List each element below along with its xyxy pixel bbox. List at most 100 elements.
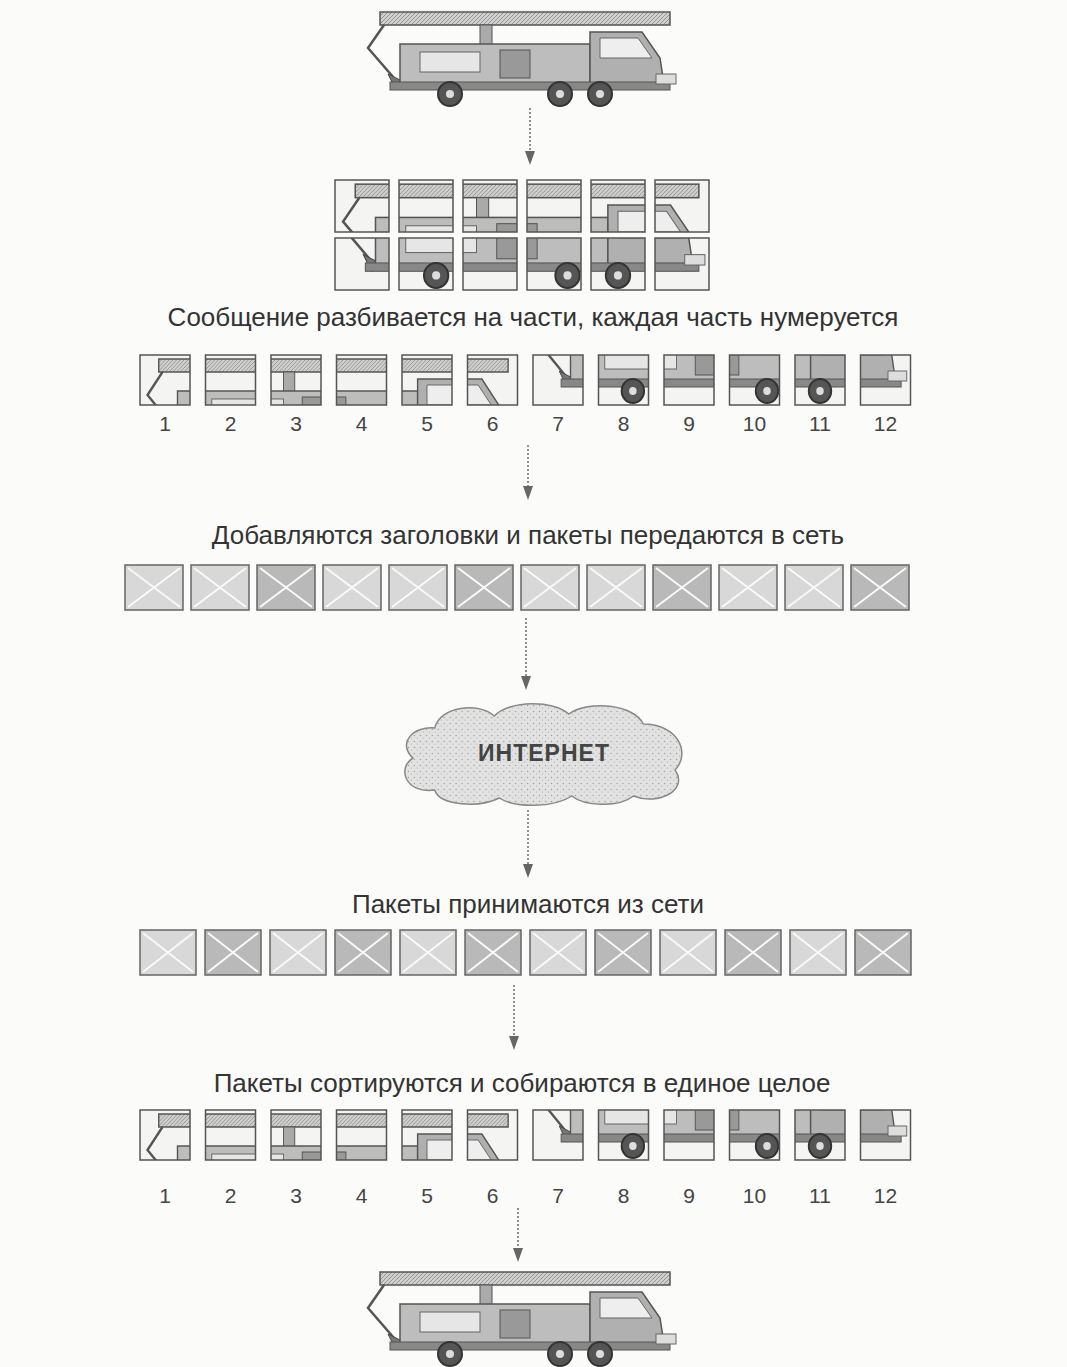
packet-envelope (660, 930, 716, 975)
part-number: 12 (874, 1184, 897, 1208)
crane-truck (368, 1272, 676, 1366)
part-number: 2 (225, 1184, 237, 1208)
part-number: 6 (487, 1184, 499, 1208)
packet-envelope (400, 930, 456, 975)
fragment-border (655, 238, 709, 290)
fragment-border (271, 1110, 321, 1160)
packet-envelope (335, 930, 391, 975)
fragment-border (206, 1110, 256, 1160)
part-number: 5 (421, 412, 433, 436)
packet-envelope (125, 565, 183, 610)
part-number: 7 (552, 1184, 564, 1208)
part-number: 6 (487, 412, 499, 436)
fragment-border (730, 1110, 780, 1160)
fragment-border (533, 355, 583, 405)
fragment-border (730, 355, 780, 405)
packet-envelope (205, 930, 261, 975)
part-number: 8 (618, 412, 630, 436)
fragment-border (527, 180, 581, 232)
fragment-border (335, 238, 389, 290)
crane-truck (368, 12, 676, 106)
step-caption: Пакеты принимаются из сети (352, 890, 704, 920)
part-number: 3 (290, 412, 302, 436)
part-number: 7 (552, 412, 564, 436)
fragment-border (795, 355, 845, 405)
fragment-border (463, 180, 517, 232)
packet-envelope (790, 930, 846, 975)
part-number: 4 (356, 1184, 368, 1208)
fragment-border (468, 1110, 518, 1160)
fragment-border (795, 1110, 845, 1160)
packet-envelope (270, 930, 326, 975)
flow-arrow (529, 108, 531, 155)
fragment-border (599, 1110, 649, 1160)
step-caption: Пакеты сортируются и собираются в единое… (214, 1069, 831, 1099)
packet-envelope (530, 930, 586, 975)
part-number: 5 (421, 1184, 433, 1208)
packet-envelope (653, 565, 711, 610)
fragment-border (527, 238, 581, 290)
part-number: 3 (290, 1184, 302, 1208)
part-number: 1 (159, 412, 171, 436)
flow-arrow (527, 810, 529, 868)
fragment-border (402, 355, 452, 405)
packet-envelope (389, 565, 447, 610)
packet-envelope (855, 930, 911, 975)
packet-envelope (455, 565, 513, 610)
packet-envelope (521, 565, 579, 610)
fragment-border (140, 355, 190, 405)
fragment-border (271, 355, 321, 405)
fragment-border (664, 355, 714, 405)
cloud-label: ИНТЕРНЕТ (478, 740, 610, 767)
packet-envelope (465, 930, 521, 975)
flow-arrow (513, 985, 515, 1040)
part-number: 11 (809, 1184, 831, 1208)
fragment-border (140, 1110, 190, 1160)
fragment-border (335, 180, 389, 232)
flow-arrow (517, 1208, 519, 1252)
fragment-border (533, 1110, 583, 1160)
message-fragment (225, 1110, 518, 1208)
fragment-border (399, 180, 453, 232)
packet-envelope (323, 565, 381, 610)
part-number: 4 (356, 412, 368, 436)
fragment-border (599, 355, 649, 405)
part-number: 1 (159, 1184, 171, 1208)
internet-cloud: ИНТЕРНЕТ (395, 698, 693, 808)
packet-envelope (785, 565, 843, 610)
fragment-border (463, 238, 517, 290)
packet-envelope (595, 930, 651, 975)
message-fragment (393, 190, 709, 290)
part-number: 12 (874, 412, 897, 436)
packet-envelope (191, 565, 249, 610)
packet-envelope (719, 565, 777, 610)
packet-envelope (140, 930, 196, 975)
flow-arrow (527, 445, 529, 490)
fragment-border (591, 180, 645, 232)
part-number: 10 (743, 412, 766, 436)
fragment-border (337, 355, 387, 405)
arrow-head (509, 1036, 519, 1050)
packet-envelope (257, 565, 315, 610)
arrow-head (521, 676, 531, 690)
arrow-head (513, 1248, 523, 1262)
message-fragment (210, 1110, 499, 1208)
part-number: 9 (683, 412, 695, 436)
fragment-border (861, 1110, 911, 1160)
packet-envelope (851, 565, 909, 610)
message-fragment (383, 190, 695, 290)
part-number: 10 (743, 1184, 766, 1208)
fragment-border (468, 355, 518, 405)
step-caption: Сообщение разбивается на части, каждая ч… (168, 303, 899, 333)
arrow-head (523, 864, 533, 878)
fragment-border (664, 1110, 714, 1160)
message-fragment (210, 355, 499, 453)
part-number: 9 (683, 1184, 695, 1208)
fragment-border (399, 238, 453, 290)
fragment-border (655, 180, 709, 232)
flow-arrow (525, 618, 527, 680)
step-caption: Добавляются заголовки и пакеты передаютс… (212, 521, 844, 551)
message-fragment (225, 355, 518, 453)
part-number: 11 (809, 412, 831, 436)
